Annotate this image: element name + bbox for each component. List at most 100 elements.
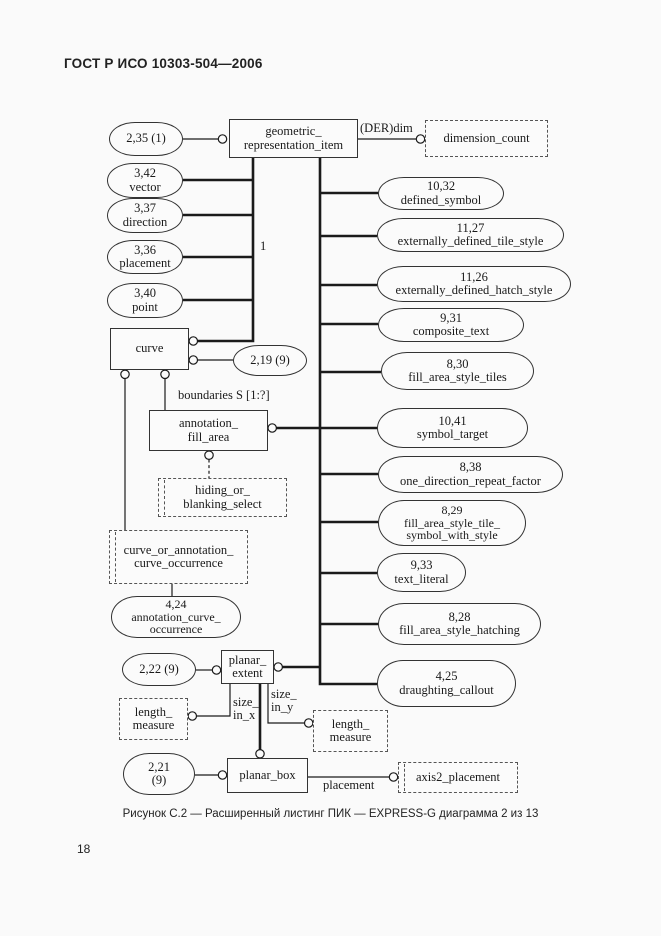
pageref-label-line: (9) <box>151 773 167 787</box>
type-axis2-placement: axis2_placement <box>398 762 518 793</box>
pageref-label-line: externally_defined_tile_style <box>397 234 544 248</box>
edge-label-der-dim: (DER)dim <box>360 121 413 135</box>
entity-label-line: fill_area <box>187 429 230 444</box>
pageref-label-line: 2,22 (9) <box>139 661 179 676</box>
pageref-point: 3,40 point <box>107 283 183 318</box>
pageref-label-line: 8,38 <box>459 460 482 474</box>
pageref-label-line: 11,27 <box>456 220 485 235</box>
type-hiding-or-blanking-select: hiding_or_ blanking_select <box>158 478 287 517</box>
pageref-label-line: text_literal <box>394 571 449 586</box>
type-curve-or-annotation-curve-occurrence: curve_or_annotation_ curve_occurrence <box>109 530 248 584</box>
pageref-defined-symbol: 10,32 defined_symbol <box>378 177 504 210</box>
pageref-composite-text: 9,31 composite_text <box>378 308 524 342</box>
pageref-label-line: 10,32 <box>426 179 456 193</box>
pageref-label-line: externally_defined_hatch_style <box>395 283 553 297</box>
page-number: 18 <box>77 842 91 856</box>
edge-label-line: size_ <box>271 687 297 701</box>
pageref-label-line: composite_text <box>412 324 490 338</box>
pageref-2-19: 2,19 (9) <box>233 345 307 376</box>
entity-geometric-representation-item: geometric_ representation_item <box>229 119 358 158</box>
pageref-label-line: placement <box>119 256 171 270</box>
pageref-label-line: symbol_with_style <box>406 528 498 543</box>
pageref-label-line: one_direction_repeat_factor <box>400 473 541 488</box>
pageref-2-35: 2,35 (1) <box>109 122 183 156</box>
edge-label-boundaries: boundaries S [1:?] <box>178 388 270 402</box>
pageref-label-line: annotation_curve_ <box>131 609 221 624</box>
pageref-label-line: 2,19 (9) <box>250 352 290 367</box>
pageref-label-line: 3,42 <box>134 166 156 180</box>
pageref-draughting-callout: 4,25 draughting_callout <box>377 660 516 707</box>
type-label-line: measure <box>329 730 372 744</box>
pageref-2-21: 2,21 (9) <box>123 753 195 795</box>
pageref-direction: 3,37 direction <box>107 198 183 233</box>
entity-annotation-fill-area: annotation_ fill_area <box>149 410 268 451</box>
entity-label-line: representation_item <box>243 137 344 152</box>
pageref-label-line: 3,37 <box>134 201 156 215</box>
pageref-text-literal: 9,33 text_literal <box>377 553 466 592</box>
edge-label-line: in_y <box>271 700 294 714</box>
page-header: ГОСТ Р ИСО 10303-504—2006 <box>64 56 263 71</box>
pageref-label-line: 4,24 <box>165 596 187 611</box>
pageref-externally-defined-hatch-style: 11,26 externally_defined_hatch_style <box>377 266 571 302</box>
type-dimension-count: dimension_count <box>425 120 548 157</box>
entity-curve: curve <box>110 328 189 370</box>
pageref-fill-area-style-tile-symbol-with-style: 8,29 fill_area_style_tile_ symbol_with_s… <box>378 500 526 546</box>
figure-caption: Рисунок С.2 — Расширенный листинг ПИК — … <box>122 808 539 820</box>
pageref-label-line: fill_area_style_tiles <box>408 370 507 384</box>
pageref-label-line: 11,26 <box>460 269 488 284</box>
type-label-line: length_ <box>331 716 370 731</box>
type-label-line: curve_or_annotation_ <box>123 542 234 557</box>
pageref-label-line: 8,30 <box>446 356 469 371</box>
pageref-label-line: 4,25 <box>435 669 458 683</box>
edge-label-cardinality-one: 1 <box>260 239 267 253</box>
entity-label-line: curve <box>135 341 164 356</box>
pageref-label-line: occurrence <box>149 622 203 637</box>
pageref-label-line: fill_area_style_hatching <box>399 623 520 637</box>
pageref-label-line: 8,29 <box>441 502 463 517</box>
pageref-label-line: fill_area_style_tile_ <box>404 515 500 530</box>
type-label-line: blanking_select <box>183 496 262 511</box>
edge-label-line: size_ <box>233 695 259 709</box>
type-length-measure-left: length_ measure <box>119 698 188 740</box>
pageref-label-line: vector <box>129 179 161 194</box>
pageref-label-line: direction <box>122 214 168 229</box>
pageref-annotation-curve-occurrence: 4,24 annotation_curve_ occurrence <box>111 596 241 638</box>
type-label-line: axis2_placement <box>416 769 500 784</box>
pageref-externally-defined-tile-style: 11,27 externally_defined_tile_style <box>377 218 564 252</box>
pageref-label-line: 10,41 <box>438 413 467 428</box>
type-label-line: measure <box>132 718 175 732</box>
pageref-label-line: symbol_target <box>416 427 489 441</box>
pageref-label-line: point <box>132 299 158 314</box>
entity-label-line: planar_box <box>239 767 296 782</box>
pageref-label-line: 2,21 <box>148 759 170 774</box>
pageref-label-line: 9,33 <box>410 558 433 572</box>
pageref-label-line: 3,36 <box>134 242 156 257</box>
entity-label-line: geometric_ <box>265 124 322 138</box>
pageref-fill-area-style-tiles: 8,30 fill_area_style_tiles <box>381 352 534 390</box>
edge-label-size-in-x: size_ in_x <box>233 696 259 722</box>
edge-label-line: in_x <box>233 708 256 722</box>
type-label-line: hiding_or_ <box>195 483 250 497</box>
entity-planar-extent: planar_ extent <box>221 650 274 684</box>
pageref-one-direction-repeat-factor: 8,38 one_direction_repeat_factor <box>378 456 563 493</box>
pageref-label-line: 9,31 <box>440 310 462 325</box>
pageref-label-line: 8,28 <box>448 609 471 624</box>
entity-label-line: annotation_ <box>178 416 238 430</box>
edge-label-size-in-y: size_ in_y <box>271 688 297 714</box>
entity-planar-box: planar_box <box>227 758 308 793</box>
entity-label-line: extent <box>232 666 263 680</box>
type-length-measure-right: length_ measure <box>313 710 388 752</box>
pageref-label-line: 2,35 (1) <box>126 131 166 146</box>
pageref-fill-area-style-hatching: 8,28 fill_area_style_hatching <box>378 603 541 645</box>
pageref-vector: 3,42 vector <box>107 163 183 198</box>
edge-label-placement: placement <box>323 778 375 792</box>
type-label-line: dimension_count <box>443 130 530 145</box>
type-label-line: curve_occurrence <box>134 556 223 570</box>
entity-label-line: planar_ <box>228 652 267 667</box>
pageref-2-22: 2,22 (9) <box>122 653 196 686</box>
pageref-placement: 3,36 placement <box>107 240 183 274</box>
type-label-line: length_ <box>134 704 173 719</box>
pageref-label-line: 3,40 <box>134 286 156 300</box>
